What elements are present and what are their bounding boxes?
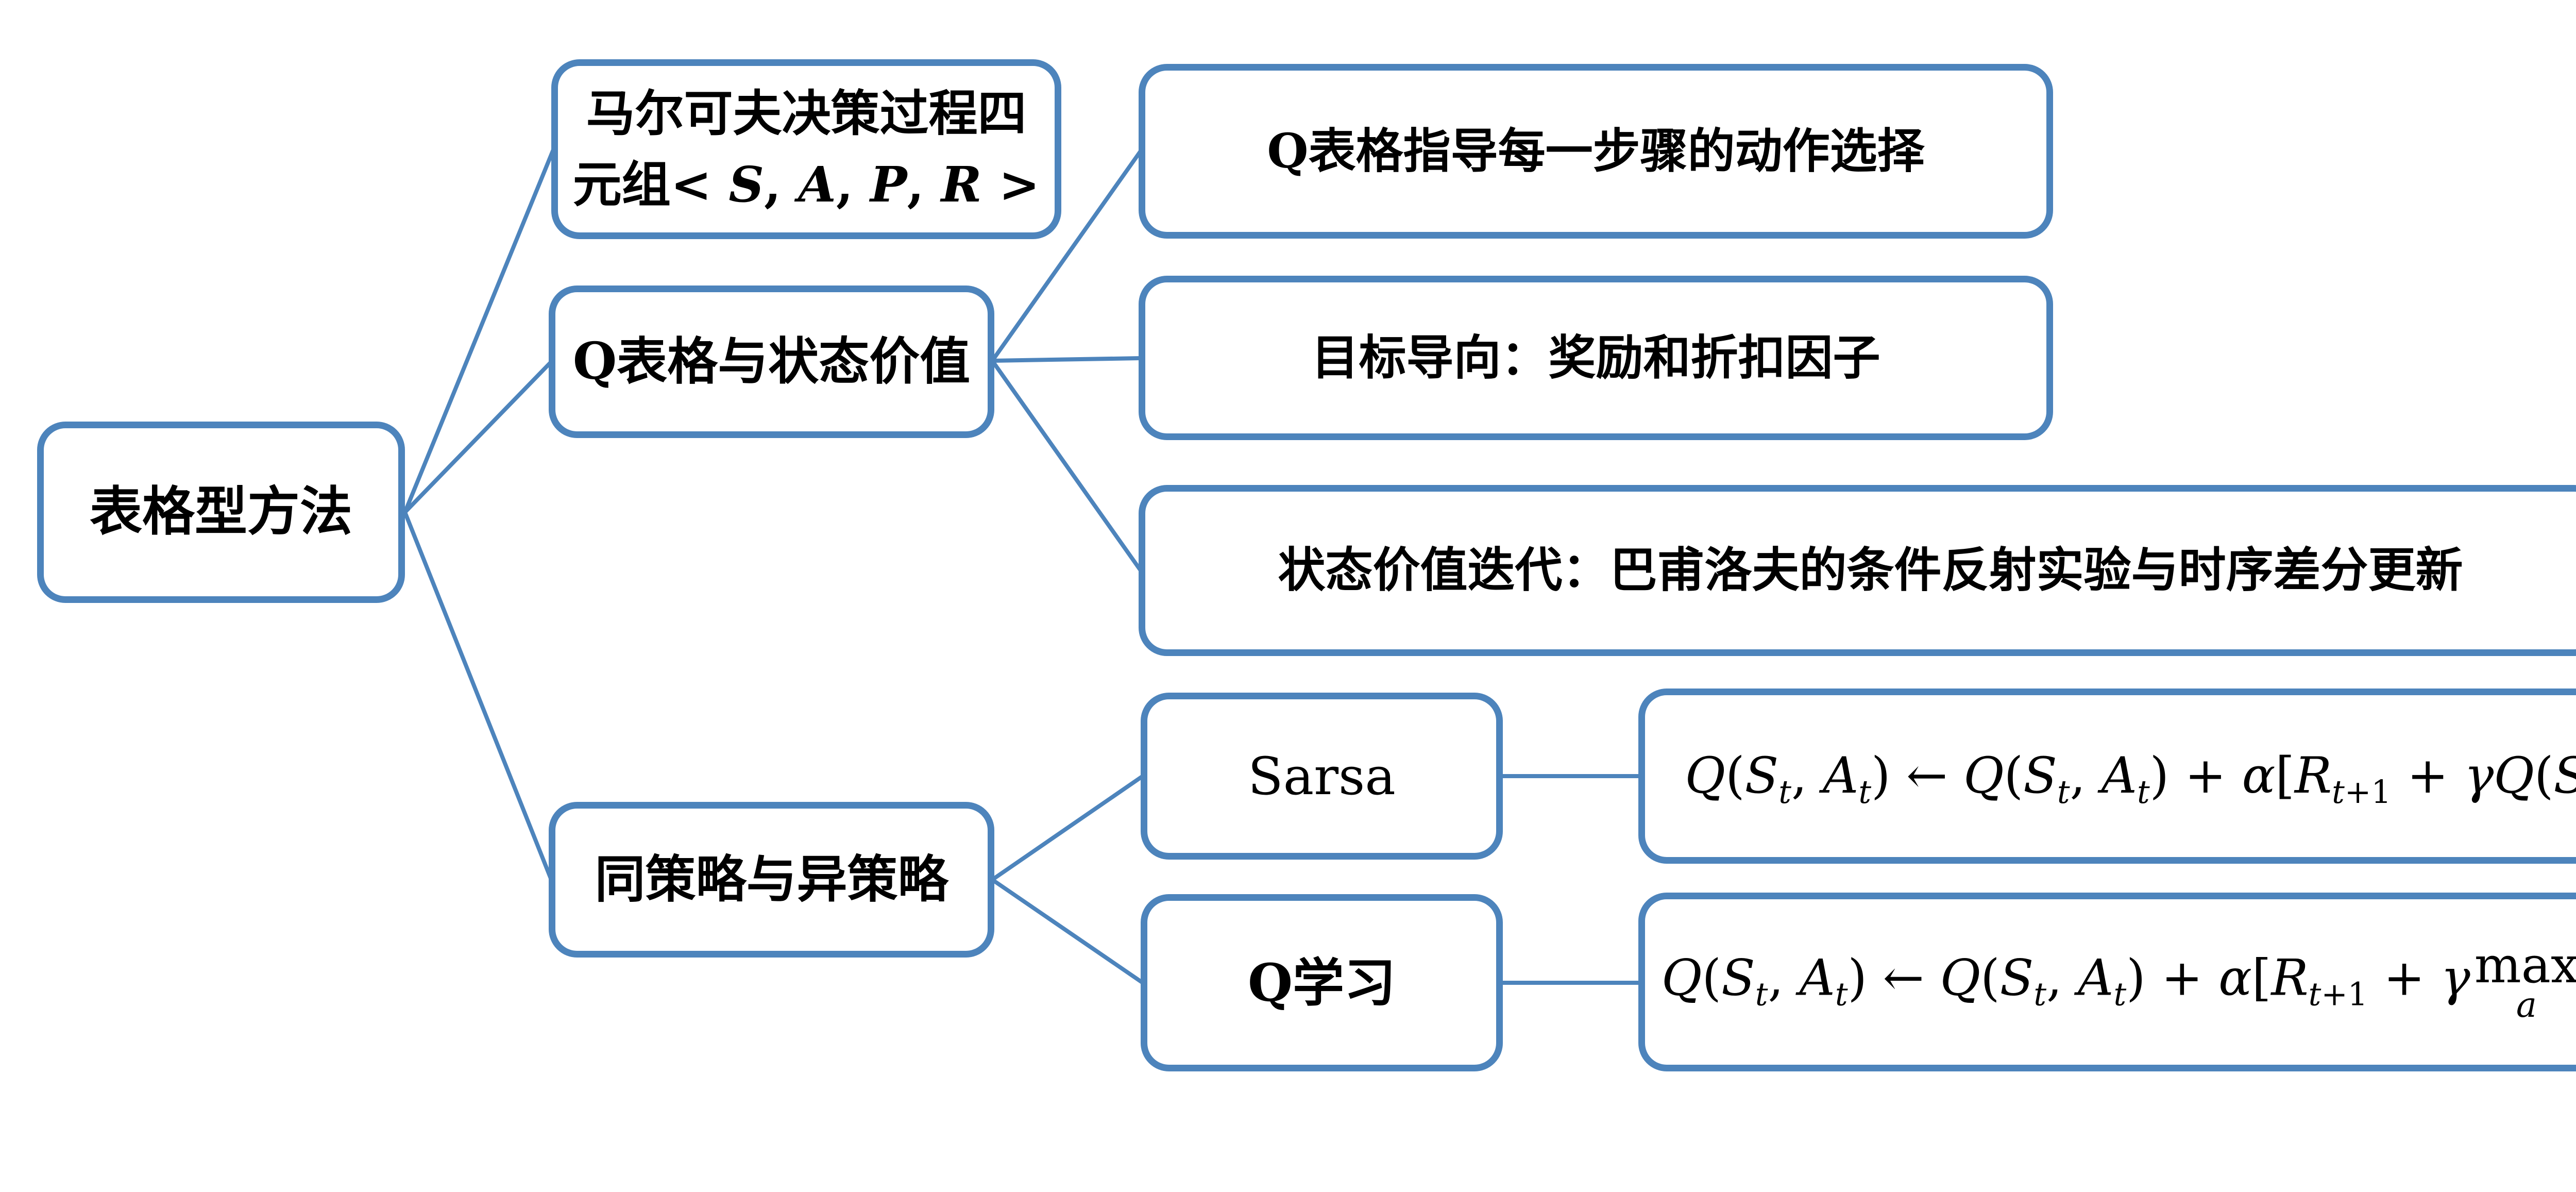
- connector-root-policy: [403, 511, 553, 881]
- formula-qlearning-update: Q(St, At) ← Q(St, At) + α[Rt+1 + γmaxaQ(…: [1638, 893, 2576, 1071]
- connector-qtable-goal: [992, 356, 1141, 363]
- node-qtable-label: Q表格与状态价值: [572, 331, 971, 391]
- connector-root-qtable: [403, 360, 553, 514]
- node-mdp-tuple: 马尔可夫决策过程四 元组< S, A, P, R >: [551, 59, 1061, 239]
- connector-root-mdp: [403, 147, 556, 513]
- node-root-tabular-methods: 表格型方法: [37, 422, 405, 603]
- connector-qtable-value: [990, 359, 1143, 572]
- node-on-off-policy: 同策略与异策略: [549, 802, 994, 958]
- node-root-label: 表格型方法: [90, 481, 352, 543]
- node-mdp-line2: 元组< S, A, P, R >: [572, 156, 1040, 213]
- node-child-action-selection: Q表格指导每一步骤的动作选择: [1139, 64, 2053, 239]
- node-qlearning-label: Q学习: [1247, 952, 1396, 1013]
- node-mdp-label: 马尔可夫决策过程四 元组< S, A, P, R >: [573, 78, 1040, 221]
- connector-qtable-action: [990, 149, 1143, 362]
- connector-policy-sarsa: [991, 774, 1144, 882]
- node-policy-label: 同策略与异策略: [595, 849, 948, 909]
- node-child-action-label: Q表格指导每一步骤的动作选择: [1267, 123, 1925, 179]
- node-sarsa: Sarsa: [1141, 693, 1503, 860]
- node-child-goal-label: 目标导向：奖励和折扣因子: [1311, 329, 1880, 385]
- node-qtable-state-value: Q表格与状态价值: [549, 286, 994, 438]
- node-mdp-line1: 马尔可夫决策过程四: [586, 85, 1027, 142]
- node-child-value-label: 状态价值迭代：巴甫洛夫的条件反射实验与时序差分更新: [1278, 542, 2463, 598]
- node-child-goal-oriented: 目标导向：奖励和折扣因子: [1139, 276, 2053, 440]
- formula-sarsa-text: Q(St, At) ← Q(St, At) + α[Rt+1 + γQ(St+1…: [1685, 747, 2576, 811]
- connector-policy-qlearn: [991, 878, 1144, 985]
- formula-sarsa-update: Q(St, At) ← Q(St, At) + α[Rt+1 + γQ(St+1…: [1638, 689, 2576, 864]
- formula-qlearning-text: Q(St, At) ← Q(St, At) + α[Rt+1 + γmaxaQ(…: [1661, 936, 2576, 1026]
- node-qlearning: Q学习: [1141, 894, 1503, 1071]
- node-child-value-iteration: 状态价值迭代：巴甫洛夫的条件反射实验与时序差分更新: [1139, 485, 2576, 656]
- node-sarsa-label: Sarsa: [1248, 746, 1396, 807]
